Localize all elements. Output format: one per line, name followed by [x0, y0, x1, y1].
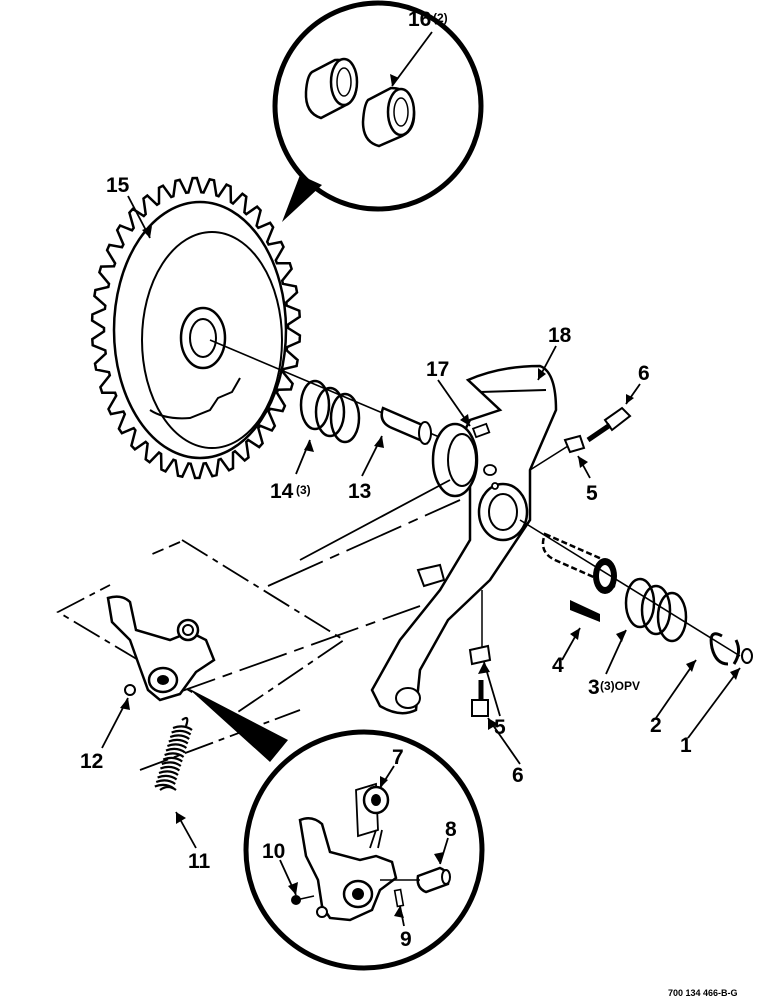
callout-14-qty: (3) — [296, 483, 311, 497]
extension-spring — [154, 716, 193, 791]
callout-arrowheads — [120, 226, 740, 918]
key — [570, 600, 600, 622]
callout-13: 13 — [348, 480, 371, 503]
bolt-upper — [529, 406, 632, 471]
bushing-right — [361, 86, 416, 148]
grease-fitting — [471, 422, 491, 439]
snap-ring — [709, 632, 741, 666]
callout-11: 11 — [188, 850, 211, 873]
callout-3: 3 — [588, 676, 600, 699]
callout-3-qty: (3)OPV — [600, 679, 640, 693]
shaft — [519, 519, 741, 657]
callout-9: 9 — [400, 928, 412, 951]
callout-10: 10 — [262, 840, 285, 863]
callout-7: 7 — [392, 746, 404, 769]
figure-id: 700 134 466-B-G — [668, 988, 738, 998]
sprocket — [90, 176, 302, 480]
callout-17: 17 — [426, 358, 449, 381]
callout-14: 14 — [270, 480, 294, 503]
spring-washers — [299, 379, 361, 444]
callout-4: 4 — [552, 654, 564, 677]
callout-16-qty: (2) — [433, 11, 448, 25]
callout-18: 18 — [548, 324, 572, 347]
callout-1: 1 — [680, 734, 692, 757]
callout-8: 8 — [445, 818, 457, 841]
cap — [741, 648, 753, 664]
callout-5-upper: 5 — [586, 482, 598, 505]
idler-arm — [370, 364, 558, 715]
callout-12: 12 — [80, 750, 103, 773]
bracket-detail-circle — [188, 688, 485, 971]
bushing-left — [304, 57, 359, 120]
callout-2: 2 — [650, 714, 662, 737]
stop-bracket — [106, 595, 216, 702]
callout-16: 16 — [408, 8, 431, 31]
callout-6-upper: 6 — [638, 362, 650, 385]
bolt-lower — [468, 590, 492, 717]
washers-3 — [624, 577, 688, 643]
pin — [380, 406, 432, 445]
callout-15: 15 — [106, 174, 130, 197]
callout-6-lower: 6 — [512, 764, 524, 787]
callout-5-lower: 5 — [494, 716, 506, 739]
bushing-detail-circle — [272, 0, 484, 222]
